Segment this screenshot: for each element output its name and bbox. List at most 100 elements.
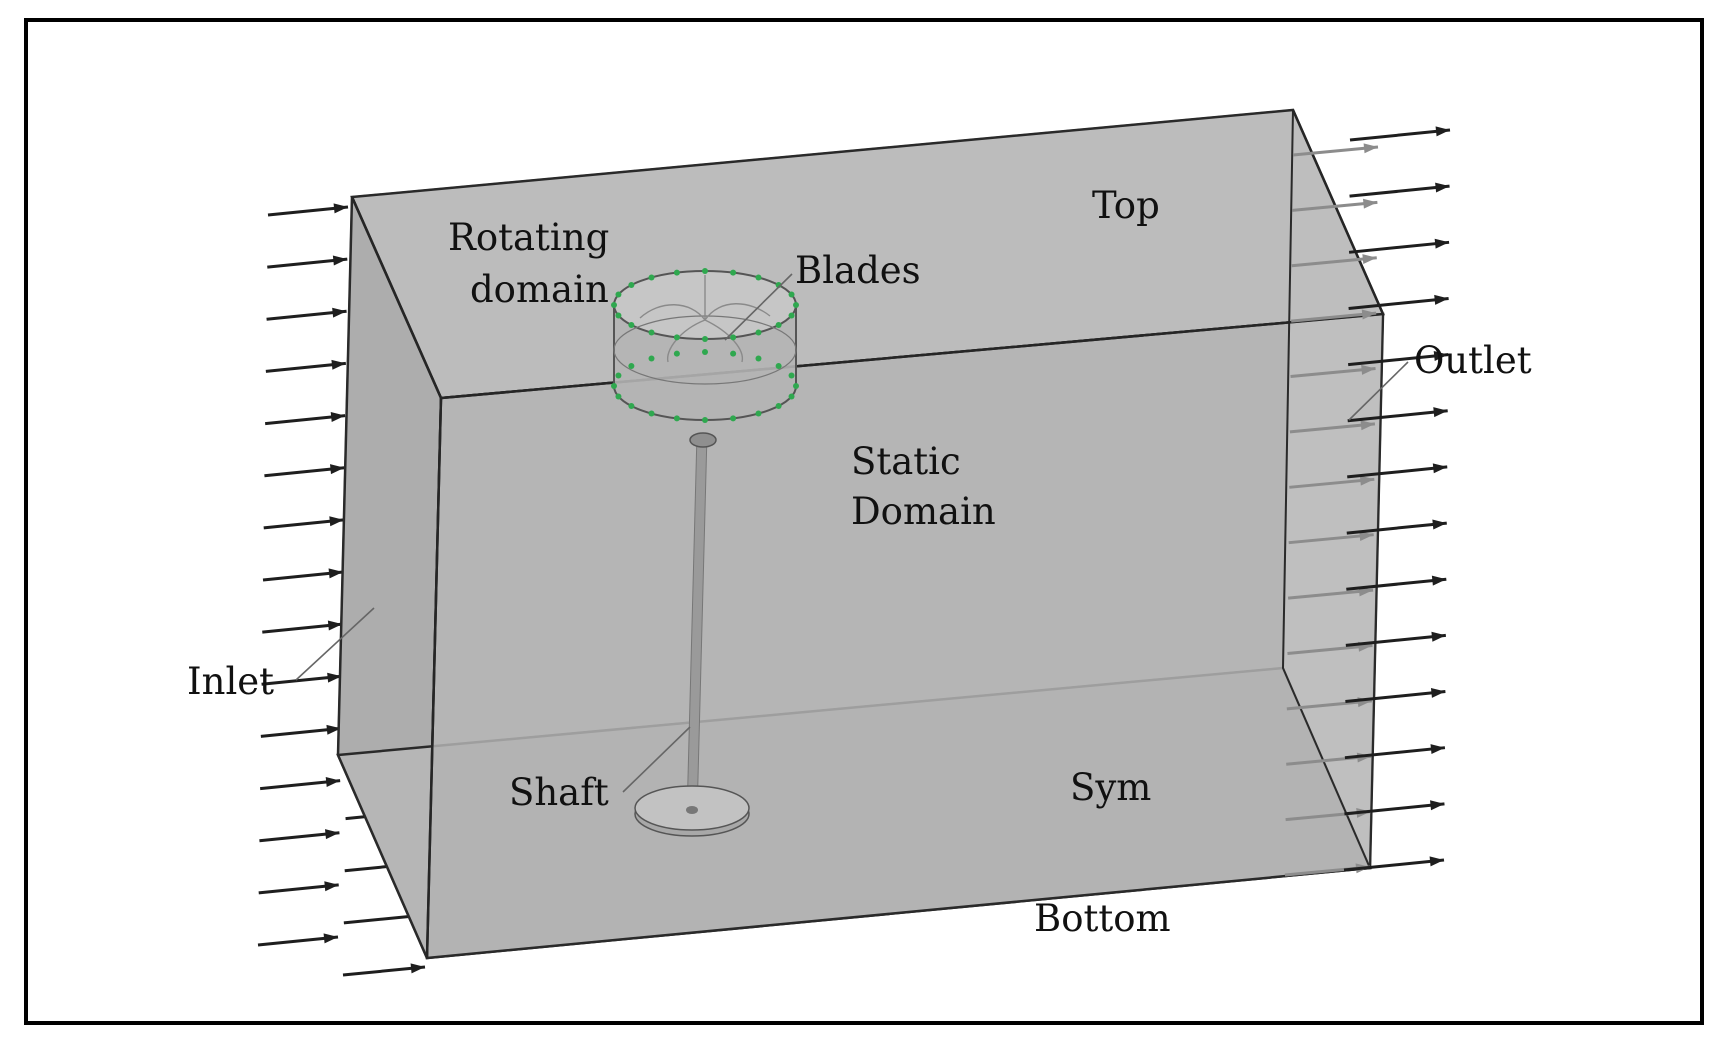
blade-marker bbox=[755, 355, 762, 362]
label-shaft: Shaft bbox=[509, 771, 609, 814]
shaft bbox=[634, 432, 750, 837]
label-inlet: Inlet bbox=[187, 660, 274, 703]
inlet-arrow bbox=[263, 516, 344, 530]
blade-marker bbox=[793, 302, 799, 308]
inlet-arrow bbox=[264, 464, 345, 478]
inlet-arrow bbox=[258, 881, 339, 895]
blade-marker bbox=[775, 363, 782, 370]
inlet-arrow bbox=[261, 672, 342, 686]
inlet-arrow bbox=[259, 829, 340, 843]
inlet-arrow bbox=[262, 620, 343, 634]
outlet-arrow bbox=[1343, 856, 1445, 872]
inlet-arrow bbox=[267, 255, 348, 269]
inlet-arrow bbox=[265, 359, 347, 373]
blade-marker bbox=[755, 329, 762, 336]
blade-marker bbox=[788, 312, 795, 319]
outlet-arrow bbox=[1346, 519, 1447, 535]
blade-marker bbox=[730, 334, 737, 341]
outlet-arrow bbox=[1347, 407, 1448, 423]
blade-marker bbox=[730, 415, 737, 422]
blade-marker bbox=[755, 410, 762, 417]
outlet-arrow bbox=[1344, 744, 1446, 760]
blade-marker bbox=[648, 274, 655, 281]
blade-marker bbox=[615, 291, 622, 298]
outlet-arrow bbox=[1348, 351, 1449, 367]
blade-marker bbox=[673, 350, 680, 357]
outlet-arrow bbox=[1344, 800, 1445, 816]
outlet-arrow bbox=[1346, 575, 1447, 591]
blade-marker bbox=[730, 269, 737, 276]
blade-marker bbox=[755, 274, 762, 281]
inlet-arrow bbox=[267, 203, 349, 217]
label-top: Top bbox=[1092, 184, 1160, 227]
inlet-arrow bbox=[257, 933, 339, 947]
label-rotating-domain-line2: domain bbox=[470, 268, 609, 311]
blade-boundary-markers bbox=[611, 268, 799, 423]
outlet-leader bbox=[1348, 361, 1409, 421]
blade-marker bbox=[648, 355, 655, 362]
blade-marker bbox=[702, 349, 708, 355]
outlet-arrow bbox=[1345, 631, 1446, 647]
outlet-arrow bbox=[1349, 126, 1451, 142]
outlet-arrow-inner bbox=[1289, 420, 1376, 434]
outlet-flow-arrows bbox=[1284, 126, 1451, 877]
inlet-arrow bbox=[264, 411, 346, 426]
blade-marker bbox=[615, 372, 622, 379]
label-static-domain-line2: Domain bbox=[851, 490, 996, 533]
leader-lines bbox=[295, 273, 1409, 793]
label-rotating-domain-line1: Rotating bbox=[448, 216, 609, 259]
inlet-arrow bbox=[260, 724, 342, 738]
blade-marker bbox=[673, 334, 680, 341]
static-domain-face bbox=[425, 312, 1385, 960]
blade-marker bbox=[628, 282, 635, 289]
front-left-edge bbox=[425, 397, 443, 959]
base-disc-pin bbox=[686, 806, 698, 814]
label-bottom: Bottom bbox=[1034, 897, 1171, 940]
blade-marker bbox=[702, 336, 708, 342]
blade-marker bbox=[788, 393, 795, 400]
front-edges bbox=[350, 109, 1385, 400]
rotating-domain bbox=[611, 268, 799, 423]
blade-marker bbox=[611, 383, 617, 389]
outlet-arrow bbox=[1349, 182, 1450, 198]
blade-marker bbox=[648, 410, 655, 417]
blade bbox=[666, 319, 706, 363]
shaft-leader bbox=[622, 726, 691, 793]
inlet-arrow bbox=[266, 307, 347, 321]
blade-marker bbox=[730, 350, 737, 357]
blade bbox=[704, 303, 771, 321]
outlet-arrow-inner bbox=[1289, 475, 1375, 489]
outlet-arrow-inner bbox=[1291, 254, 1377, 268]
outlet-arrow bbox=[1345, 687, 1446, 704]
outlet-arrow-inner bbox=[1292, 198, 1378, 212]
blade-marker bbox=[648, 329, 655, 336]
inlet-arrow bbox=[342, 963, 426, 977]
blade-marker bbox=[788, 372, 795, 379]
outlet-arrow bbox=[1348, 294, 1449, 310]
blade-marker bbox=[673, 269, 680, 276]
blade-marker bbox=[628, 363, 635, 370]
outlet-arrow bbox=[1347, 463, 1448, 479]
blade-marker bbox=[702, 417, 708, 423]
blade-marker bbox=[788, 291, 795, 298]
blade-marker bbox=[702, 268, 708, 274]
blade-marker bbox=[793, 383, 799, 389]
outlet-arrow-inner bbox=[1288, 531, 1374, 545]
blade-marker bbox=[775, 321, 782, 328]
inlet-arrow bbox=[259, 776, 341, 791]
blade-marker bbox=[628, 402, 635, 409]
shaft-hub bbox=[689, 432, 717, 448]
blades-leader bbox=[724, 273, 793, 341]
outlet-arrow bbox=[1348, 238, 1450, 254]
inlet-leader bbox=[295, 607, 375, 681]
blade bbox=[704, 319, 743, 363]
outlet-arrow-inner bbox=[1291, 309, 1377, 323]
label-static-domain-line1: Static bbox=[851, 440, 961, 483]
blade-marker bbox=[615, 312, 622, 319]
label-blades: Blades bbox=[795, 249, 921, 292]
outlet-arrow-inner bbox=[1292, 143, 1379, 157]
blade bbox=[639, 304, 706, 321]
blade-marker bbox=[611, 302, 617, 308]
blade-marker bbox=[628, 321, 635, 328]
inlet-arrow bbox=[262, 568, 344, 582]
